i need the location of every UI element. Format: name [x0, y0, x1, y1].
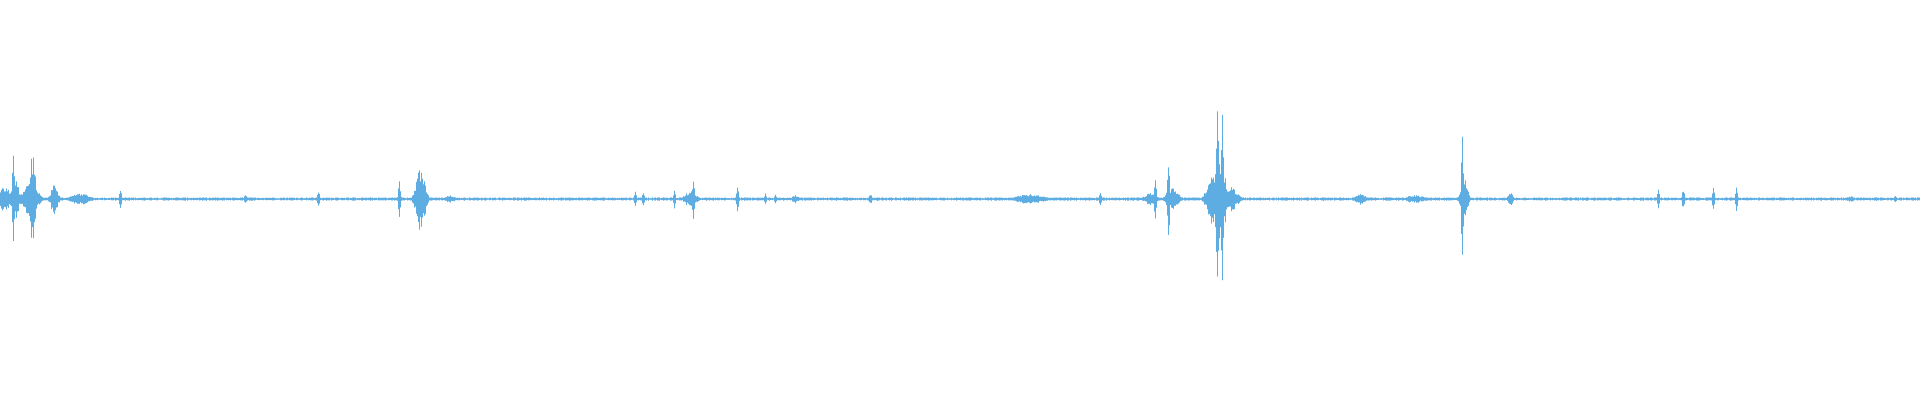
waveform-trace: [0, 111, 1920, 281]
